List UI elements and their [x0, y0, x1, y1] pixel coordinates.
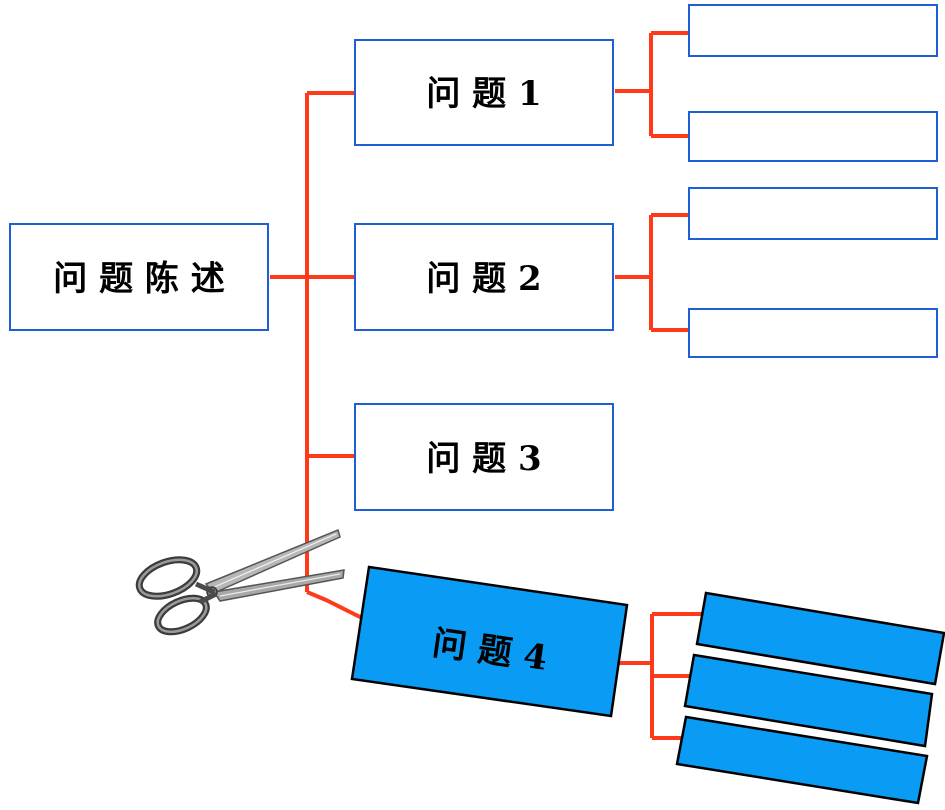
- issue-label-3: 问 题 3: [426, 439, 541, 479]
- scissors-icon: [135, 528, 345, 636]
- connector-issue-2-branch: [615, 213, 690, 332]
- issue-label-1: 问 题 1: [426, 74, 541, 114]
- issue-box-1: [354, 39, 614, 146]
- issue-box-4: [350, 565, 629, 718]
- sub-box-4-2: [683, 653, 934, 748]
- issue-label-2: 问 题 2: [426, 259, 541, 299]
- root-box: [9, 223, 269, 331]
- sub-box-4-1: [695, 591, 945, 686]
- sub-box-2-1: [688, 187, 938, 240]
- sub-box-4-3: [675, 715, 929, 805]
- connector-issue-1-branch: [615, 31, 690, 138]
- issue-node-1: 问 题 1: [354, 39, 614, 146]
- sub-box-2-2: [688, 308, 938, 358]
- sub-box-1-2: [688, 111, 938, 162]
- issue-node-4: 问 题 4: [350, 565, 629, 718]
- tree-connectors: [270, 31, 702, 740]
- issue-box-2: [354, 223, 614, 331]
- root-node: 问 题 陈 述: [9, 223, 269, 331]
- connector-issue-4-branch: [612, 612, 702, 740]
- connector-issue-4: [306, 590, 363, 620]
- root-label: 问 题 陈 述: [53, 259, 225, 299]
- issue-box-3: [354, 403, 614, 511]
- sub-box-1-1: [688, 4, 938, 57]
- issue-node-2: 问 题 2: [354, 223, 614, 331]
- issue-node-3: 问 题 3: [354, 403, 614, 511]
